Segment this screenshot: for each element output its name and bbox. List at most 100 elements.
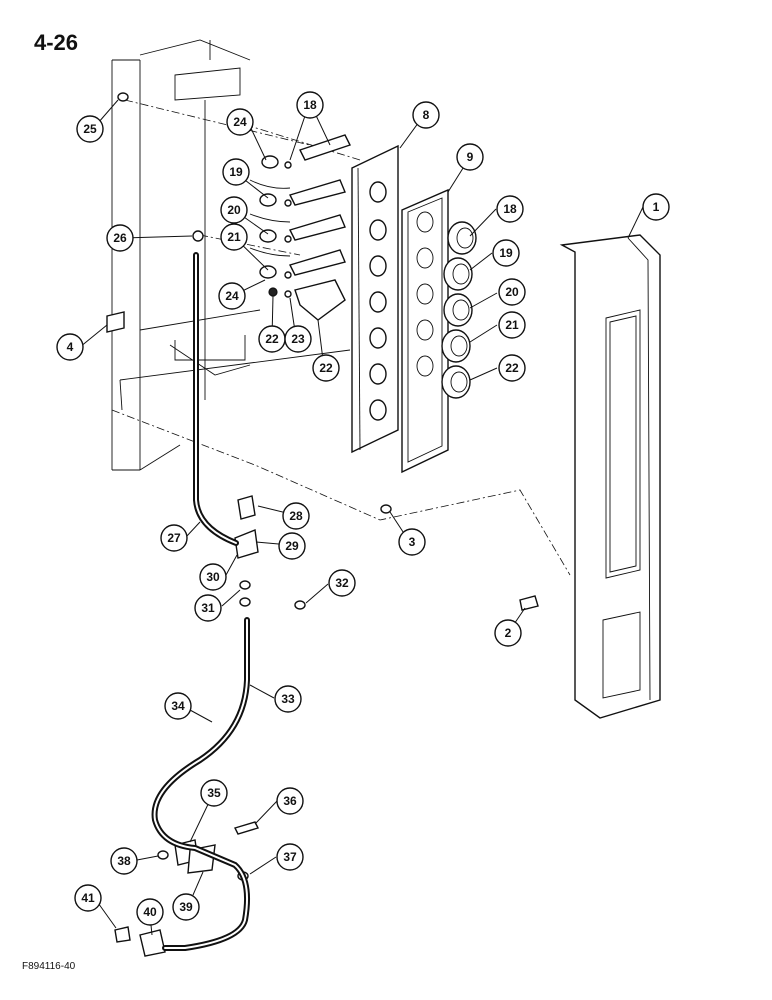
svg-text:21: 21 bbox=[505, 318, 519, 332]
svg-text:25: 25 bbox=[83, 122, 97, 136]
svg-text:33: 33 bbox=[281, 692, 295, 706]
callout-37: 37 bbox=[276, 843, 304, 871]
tee-30 bbox=[234, 529, 259, 559]
callout-19-gauge: 19 bbox=[492, 239, 520, 267]
svg-text:28: 28 bbox=[289, 509, 303, 523]
callout-24-top: 24 bbox=[226, 108, 254, 136]
gasket bbox=[401, 188, 449, 474]
callout-31: 31 bbox=[194, 594, 222, 622]
gauge-18 bbox=[447, 221, 477, 255]
svg-text:9: 9 bbox=[467, 150, 474, 164]
svg-text:30: 30 bbox=[206, 570, 220, 584]
callout-1: 1 bbox=[642, 193, 670, 221]
callout-9: 9 bbox=[456, 143, 484, 171]
callout-22-left: 22 bbox=[258, 325, 286, 353]
callout-30: 30 bbox=[199, 563, 227, 591]
svg-text:24: 24 bbox=[225, 289, 239, 303]
bolt-36 bbox=[234, 821, 259, 835]
callout-20-left: 20 bbox=[220, 196, 248, 224]
svg-text:8: 8 bbox=[423, 108, 430, 122]
gauge-19 bbox=[443, 257, 473, 291]
nut-38 bbox=[157, 850, 169, 860]
callout-24-bottom: 24 bbox=[218, 282, 246, 310]
callout-2: 2 bbox=[494, 619, 522, 647]
elbow-26 bbox=[192, 230, 204, 242]
cap-41 bbox=[114, 926, 131, 943]
svg-text:2: 2 bbox=[505, 626, 512, 640]
svg-text:18: 18 bbox=[303, 98, 317, 112]
mounting-frame bbox=[111, 39, 351, 471]
nut-25 bbox=[117, 92, 129, 102]
svg-text:18: 18 bbox=[503, 202, 517, 216]
svg-text:24: 24 bbox=[233, 115, 247, 129]
callout-22-gauge: 22 bbox=[498, 354, 526, 382]
callout-4: 4 bbox=[56, 333, 84, 361]
svg-text:1: 1 bbox=[653, 200, 660, 214]
svg-text:36: 36 bbox=[283, 794, 297, 808]
fastener-2 bbox=[519, 595, 539, 611]
svg-text:35: 35 bbox=[207, 786, 221, 800]
callout-29: 29 bbox=[278, 532, 306, 560]
gauge-22 bbox=[441, 365, 471, 399]
brackets bbox=[289, 134, 351, 321]
fittings bbox=[249, 155, 292, 298]
callout-27: 27 bbox=[160, 524, 188, 552]
gauge-21 bbox=[441, 329, 471, 363]
callout-34: 34 bbox=[164, 692, 192, 720]
callout-25: 25 bbox=[76, 115, 104, 143]
washer-3 bbox=[380, 504, 392, 514]
svg-text:29: 29 bbox=[285, 539, 299, 553]
callout-18-gauge: 18 bbox=[496, 195, 524, 223]
callout-38: 38 bbox=[110, 847, 138, 875]
svg-text:22: 22 bbox=[505, 361, 519, 375]
callout-21-gauge: 21 bbox=[498, 311, 526, 339]
assembly-lines bbox=[111, 99, 571, 576]
callout-39: 39 bbox=[172, 893, 200, 921]
clip-4 bbox=[106, 311, 125, 333]
hose-27 bbox=[193, 252, 239, 546]
svg-text:22: 22 bbox=[265, 332, 279, 346]
callout-3: 3 bbox=[398, 528, 426, 556]
callout-32: 32 bbox=[328, 569, 356, 597]
svg-text:20: 20 bbox=[505, 285, 519, 299]
callout-40: 40 bbox=[136, 898, 164, 926]
svg-text:34: 34 bbox=[171, 699, 185, 713]
svg-text:40: 40 bbox=[143, 905, 157, 919]
svg-text:31: 31 bbox=[201, 601, 215, 615]
svg-text:19: 19 bbox=[229, 165, 243, 179]
svg-text:27: 27 bbox=[167, 531, 181, 545]
svg-text:32: 32 bbox=[335, 576, 349, 590]
page-number: 4-26 bbox=[34, 30, 79, 55]
cover-panel bbox=[559, 234, 661, 719]
callout-8: 8 bbox=[412, 101, 440, 129]
grommet-32 bbox=[294, 600, 306, 610]
svg-text:21: 21 bbox=[227, 230, 241, 244]
svg-text:41: 41 bbox=[81, 891, 95, 905]
callout-26: 26 bbox=[106, 224, 134, 252]
svg-text:23: 23 bbox=[291, 332, 305, 346]
fitting-28 bbox=[237, 495, 256, 520]
callout-36: 36 bbox=[276, 787, 304, 815]
hose-33 bbox=[151, 617, 250, 951]
gauge-20 bbox=[443, 293, 473, 327]
callout-19-left: 19 bbox=[222, 158, 250, 186]
svg-text:20: 20 bbox=[227, 203, 241, 217]
svg-text:19: 19 bbox=[499, 246, 513, 260]
mounting-plate bbox=[351, 144, 399, 454]
callout-21-left: 21 bbox=[220, 223, 248, 251]
callout-35: 35 bbox=[200, 779, 228, 807]
callout-18-top: 18 bbox=[296, 91, 324, 119]
gauges bbox=[441, 221, 477, 399]
figure-id: F894116-40 bbox=[22, 961, 76, 972]
svg-text:38: 38 bbox=[117, 854, 131, 868]
svg-text:39: 39 bbox=[179, 900, 193, 914]
callout-33: 33 bbox=[274, 685, 302, 713]
svg-text:37: 37 bbox=[283, 850, 297, 864]
svg-text:4: 4 bbox=[67, 340, 74, 354]
callout-41: 41 bbox=[74, 884, 102, 912]
svg-text:3: 3 bbox=[409, 535, 416, 549]
callout-22-bracket: 22 bbox=[312, 354, 340, 382]
elbow-40 bbox=[139, 929, 166, 957]
adapter-31a bbox=[239, 580, 251, 590]
